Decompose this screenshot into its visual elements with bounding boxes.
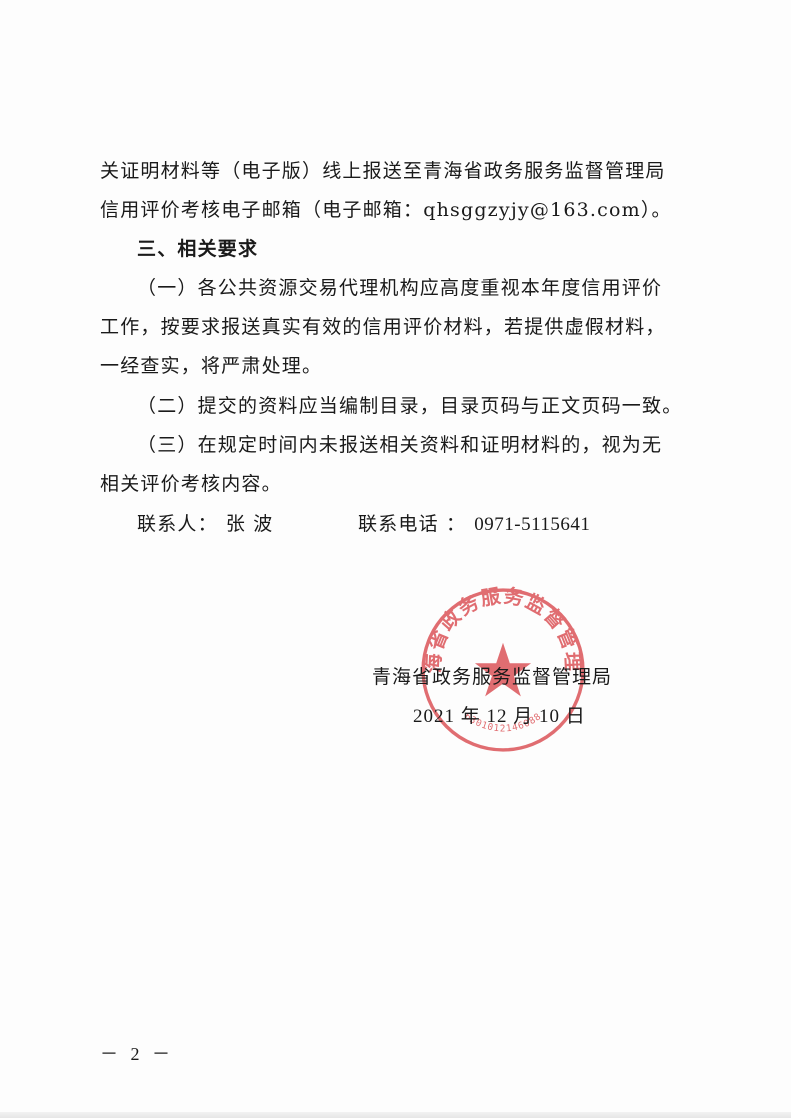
contact-person: 联系人： 张 波	[137, 511, 273, 537]
contact-phone: 联系电话 ： 0971-5115641	[358, 511, 590, 538]
scan-edge	[0, 1112, 791, 1118]
contact-person-name: 张 波	[225, 513, 274, 535]
seal-star-icon	[474, 642, 532, 697]
contact-person-label: 联系人：	[137, 513, 218, 535]
requirement-3-line: （三）在规定时间内未报送相关资料和证明材料的，视为无	[137, 434, 663, 456]
requirement-1-line: （一）各公共资源交易代理机构应高度重视本年度信用评价	[137, 277, 663, 299]
requirement-2-line: （二）提交的资料应当编制目录，目录页码与正文页码一致。	[137, 395, 683, 417]
signoff-date: 2021 年 12 月 10 日	[413, 706, 586, 727]
body-line: 关证明材料等（电子版）线上报送至青海省政务服务监督管理局	[100, 160, 666, 182]
requirement-3-line: 相关评价考核内容。	[100, 473, 282, 495]
body-line-email: 信用评价考核电子邮箱（电子邮箱：qhsggzyjy@163.com）。	[100, 199, 672, 221]
signoff-organization: 青海省政务服务监督管理局	[372, 666, 613, 688]
page-number: － 2 －	[100, 1044, 174, 1064]
requirement-1-line: 一经查实，将严肃处理。	[100, 355, 323, 377]
section-heading: 三、相关要求	[137, 238, 259, 260]
requirement-1-line: 工作，按要求报送真实有效的信用评价材料，若提供虚假材料，	[100, 316, 666, 338]
seal-ring	[421, 588, 585, 752]
contact-phone-label: 联系电话 ：	[358, 513, 467, 535]
contact-phone-number: 0971-5115641	[474, 514, 591, 535]
official-seal: 青海省政务服务监督管理局 6301012146088	[418, 585, 585, 752]
